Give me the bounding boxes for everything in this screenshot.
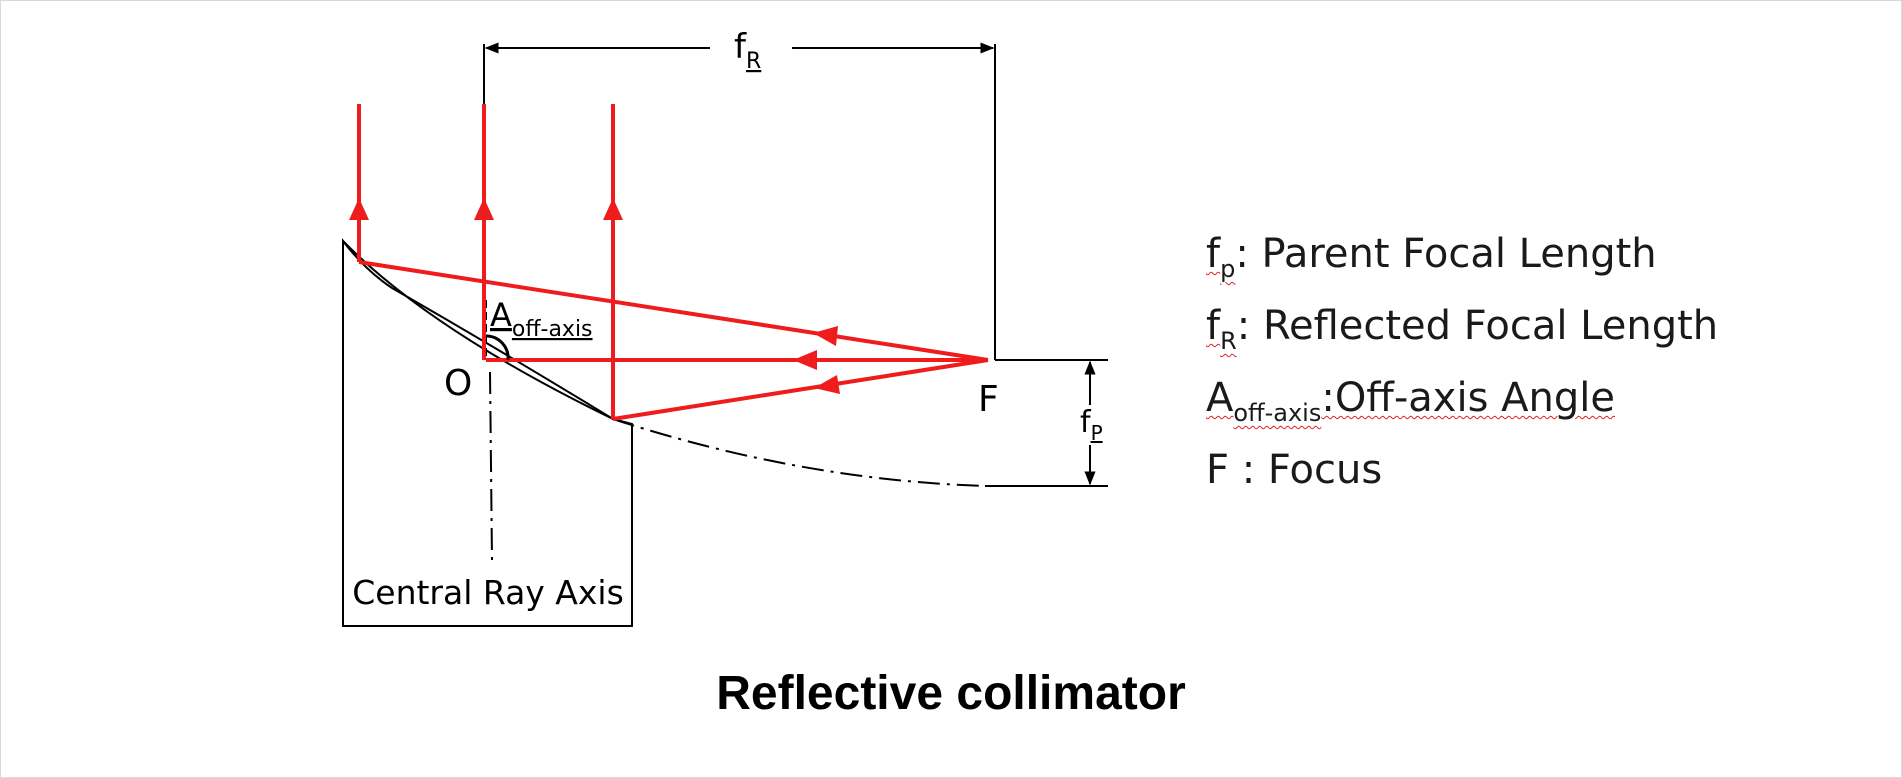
ray-arrowhead-top: [813, 326, 838, 346]
parent-parabola-extension: [612, 418, 986, 487]
ray-arrowhead-up-left: [349, 198, 369, 220]
central-ray-axis-line: [489, 371, 493, 561]
figure-caption: Reflective collimator: [716, 667, 1186, 720]
legend-item-focus: F : Focus: [1206, 447, 1383, 493]
ray-arrowhead-bottom: [814, 375, 840, 394]
ray-arrowhead-up-right: [603, 198, 623, 220]
f-p-label: fP: [1080, 405, 1103, 445]
central-ray-axis-label: Central Ray Axis: [352, 573, 624, 612]
ray-to-bottom-edge: [612, 358, 989, 421]
focus-label: F: [978, 379, 999, 420]
off-axis-angle-label: Aoff-axis: [490, 296, 593, 342]
legend-item-parent-focal-length: fp: Parent Focal Length: [1206, 231, 1657, 283]
legend-item-reflected-focal-length: fR: Reflected Focal Length: [1206, 303, 1719, 355]
ray-arrowhead-up-center: [474, 198, 494, 220]
f-r-label: fR: [734, 27, 761, 74]
ray-arrowhead-center: [793, 350, 817, 370]
origin-label: O: [444, 363, 472, 404]
off-axis-angle-arc: [485, 334, 510, 361]
ray-to-top-edge: [358, 260, 989, 362]
legend-item-off-axis-angle: Aoff-axis:Off-axis Angle: [1206, 375, 1615, 427]
